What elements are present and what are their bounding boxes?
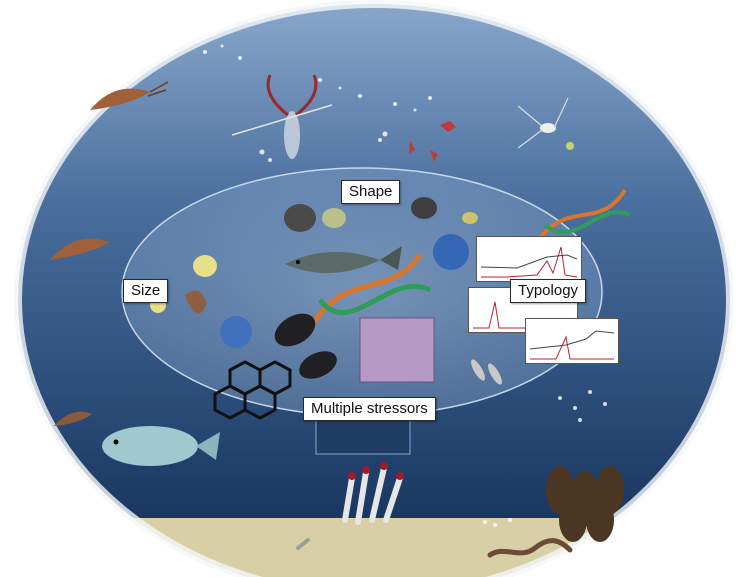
label-shape: Shape bbox=[341, 180, 400, 204]
label-size: Size bbox=[123, 279, 168, 303]
label-multiple-stressors: Multiple stressors bbox=[303, 397, 436, 421]
microscopy-panel-icon bbox=[316, 420, 410, 454]
seabed bbox=[0, 518, 748, 577]
tissue-section-icon bbox=[360, 318, 434, 382]
spectrum-chart-icon bbox=[476, 236, 582, 282]
spectrum-chart-icon bbox=[525, 318, 619, 364]
label-typology: Typology bbox=[510, 279, 586, 303]
